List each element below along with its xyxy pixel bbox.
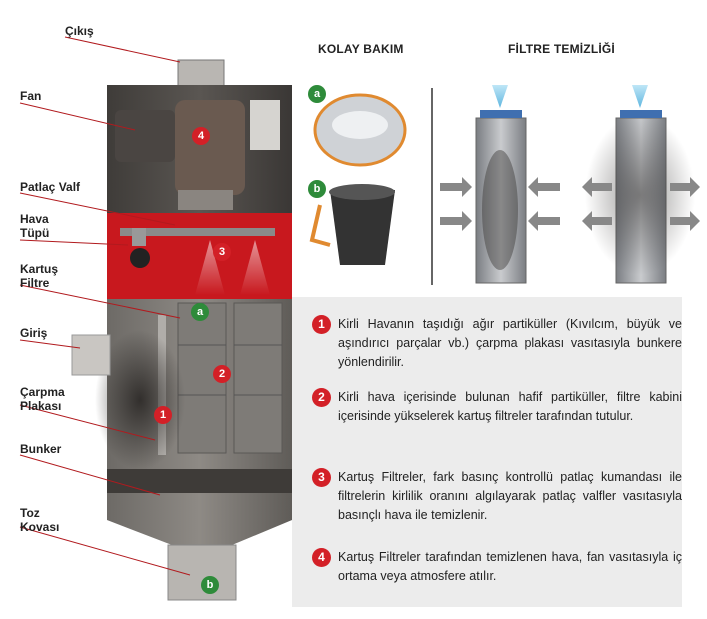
badge-1: 1 [154,406,172,424]
item-number-1: 1 [312,315,331,334]
label-hava-tupu-line1: Hava [20,212,49,226]
label-carpma-plakasi: Çarpma Plakası [20,385,65,413]
description-item-2: 2 Kirli hava içerisinde bulunan hafif pa… [312,388,682,426]
heading-filtre-temizligi: FİLTRE TEMİZLİĞİ [508,42,615,56]
badge-b-maintenance: b [308,180,326,198]
item-text-2: Kirli hava içerisinde bulunan hafif part… [338,390,682,423]
badge-4: 4 [192,127,210,145]
description-panel [292,297,682,607]
badge-3: 3 [213,243,231,261]
label-giris: Giriş [20,326,48,340]
label-cikis: Çıkış [65,24,94,38]
label-bunker: Bunker [20,442,62,456]
item-number-2: 2 [312,388,331,407]
item-number-4: 4 [312,548,331,567]
item-number-3: 3 [312,468,331,487]
badge-a-maintenance: a [308,85,326,103]
item-text-3: Kartuş Filtreler, fark basınç kontrollü … [338,470,682,522]
description-item-4: 4 Kartuş Filtreler tarafından temizlenen… [312,548,682,586]
item-text-1: Kirli Havanın taşıdığı ağır partiküller … [338,317,682,369]
label-toz-kovasi: Toz Kovası [20,506,59,534]
heading-kolay-bakim: KOLAY BAKIM [318,42,404,56]
label-kartus-filtre: Kartuş Filtre [20,262,58,290]
item-text-4: Kartuş Filtreler tarafından temizlenen h… [338,550,682,583]
label-hava-tupu-line2: Tüpü [20,226,50,240]
label-patlac-valf: Patlaç Valf [20,180,81,194]
label-carpma-line2: Plakası [20,399,62,413]
label-fan: Fan [20,89,42,103]
label-hava-tupu: Hava Tüpü [20,212,49,240]
label-kartus-line1: Kartuş [20,262,59,276]
label-kartus-line2: Filtre [20,276,50,290]
description-item-3: 3 Kartuş Filtreler, fark basınç kontroll… [312,468,682,525]
badge-2: 2 [213,365,231,383]
label-toz-line2: Kovası [20,520,60,534]
description-item-1: 1 Kirli Havanın taşıdığı ağır partikülle… [312,315,682,372]
label-toz-line1: Toz [20,506,40,520]
badge-b-diagram: b [201,576,219,594]
badge-a-diagram: a [191,303,209,321]
label-carpma-line1: Çarpma [20,385,65,399]
